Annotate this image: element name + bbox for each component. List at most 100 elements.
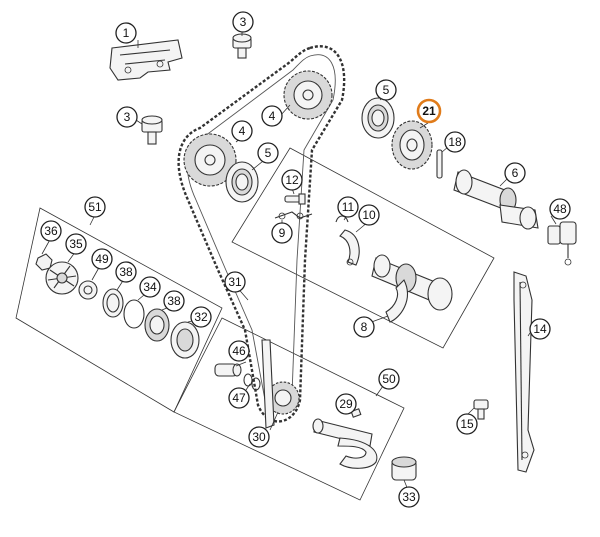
bearing-part-upper	[361, 97, 395, 139]
callout-label: 6	[512, 166, 519, 180]
callout-label: 32	[194, 310, 208, 324]
callout-38-a[interactable]: 38	[115, 261, 137, 283]
callout-4-lower[interactable]: 4	[231, 120, 253, 142]
callout-51[interactable]: 51	[84, 196, 106, 218]
callout-11[interactable]: 11	[337, 196, 359, 218]
callout-label: 36	[44, 224, 58, 238]
callout-5-upper[interactable]: 5	[375, 79, 397, 101]
callout-32[interactable]: 32	[190, 306, 212, 328]
decompressor-shaft-part	[371, 254, 453, 323]
callout-label: 14	[533, 322, 547, 336]
screw-part	[284, 193, 306, 205]
callout-label: 12	[285, 173, 299, 187]
callout-48[interactable]: 48	[549, 198, 571, 220]
assembly-group-50-outline	[173, 317, 405, 501]
bolt-part-15	[473, 399, 489, 420]
callout-label: 21	[422, 104, 436, 118]
callout-49[interactable]: 49	[91, 248, 113, 270]
bearing-part-32	[170, 321, 200, 359]
callout-label: 3	[240, 15, 247, 29]
decompressor-gear-part	[391, 120, 433, 170]
bearing-part-33	[391, 456, 417, 481]
seal-ring-part-38-b	[144, 308, 170, 342]
callout-label: 47	[232, 391, 246, 405]
callout-14[interactable]: 14	[529, 318, 551, 340]
bushing-part-46	[214, 363, 242, 377]
callout-6[interactable]: 6	[504, 162, 526, 184]
callout-36[interactable]: 36	[40, 220, 62, 242]
callout-label: 5	[383, 83, 390, 97]
callout-label: 31	[228, 275, 242, 289]
callout-label: 1	[123, 26, 130, 40]
callout-46[interactable]: 46	[228, 340, 250, 362]
callout-9[interactable]: 9	[271, 222, 293, 244]
callout-label: 4	[269, 109, 276, 123]
bearing-part-lower	[225, 161, 259, 203]
crankshaft-sprocket	[266, 381, 300, 415]
sensor-part	[547, 221, 577, 266]
timing-chain	[177, 45, 346, 423]
circlip-part-34	[123, 299, 145, 329]
lever-part	[339, 229, 360, 266]
washer-part-49	[78, 280, 98, 300]
callout-label: 10	[362, 208, 376, 222]
callout-15[interactable]: 15	[456, 413, 478, 435]
callout-5-lower[interactable]: 5	[257, 142, 279, 164]
callout-34[interactable]: 34	[139, 276, 161, 298]
spring-part	[274, 211, 313, 220]
callout-label: 15	[460, 417, 474, 431]
callout-33[interactable]: 33	[398, 486, 420, 508]
callout-3-upper[interactable]: 3	[232, 11, 254, 33]
clip-part	[335, 215, 349, 223]
callout-10[interactable]: 10	[358, 204, 380, 226]
callout-38-b[interactable]: 38	[163, 290, 185, 312]
callout-label: 48	[553, 202, 567, 216]
callout-label: 35	[69, 237, 83, 251]
callout-label: 33	[402, 490, 416, 504]
callout-3-lower[interactable]: 3	[116, 106, 138, 128]
callout-label: 38	[119, 265, 133, 279]
bracket-part	[109, 39, 183, 81]
camshaft-part	[453, 169, 539, 230]
callout-label: 46	[232, 344, 246, 358]
callout-label: 51	[88, 200, 102, 214]
callout-label: 49	[95, 252, 109, 266]
seal-ring-part-38-a	[102, 288, 124, 318]
callout-label: 5	[265, 146, 272, 160]
callout-50[interactable]: 50	[378, 368, 400, 390]
impeller-part-35	[45, 261, 79, 295]
pin-part	[436, 149, 443, 179]
callout-18[interactable]: 18	[444, 131, 466, 153]
callout-label: 34	[143, 280, 157, 294]
bolt-part-upper	[232, 33, 252, 59]
callout-label: 38	[167, 294, 181, 308]
callout-47[interactable]: 47	[228, 387, 250, 409]
callout-31[interactable]: 31	[224, 271, 246, 293]
callout-label: 9	[279, 226, 286, 240]
callout-4-upper[interactable]: 4	[261, 105, 283, 127]
callout-8[interactable]: 8	[353, 316, 375, 338]
callout-29[interactable]: 29	[335, 393, 357, 415]
callout-label: 4	[239, 124, 246, 138]
callout-label: 29	[339, 397, 353, 411]
callout-label: 8	[361, 320, 368, 334]
chain-guide-rail	[261, 339, 275, 429]
callout-label: 18	[448, 135, 462, 149]
callout-12[interactable]: 12	[281, 169, 303, 191]
ring-part-47	[243, 373, 261, 391]
callout-label: 11	[342, 200, 355, 214]
camshaft-sprocket-upper	[283, 70, 333, 120]
tensioner-rail-part	[513, 271, 535, 473]
shaft-part-50	[312, 418, 378, 469]
callout-1[interactable]: 1	[115, 22, 137, 44]
callout-21[interactable]: 21	[416, 98, 442, 124]
callout-30[interactable]: 30	[248, 426, 270, 448]
callout-35[interactable]: 35	[65, 233, 87, 255]
callout-label: 3	[124, 110, 131, 124]
camshaft-sprocket-lower	[183, 133, 237, 187]
bolt-part-lower	[141, 115, 163, 145]
callout-label: 30	[252, 430, 266, 444]
assembly-group-8-outline	[231, 147, 495, 349]
callout-label: 50	[382, 372, 396, 386]
